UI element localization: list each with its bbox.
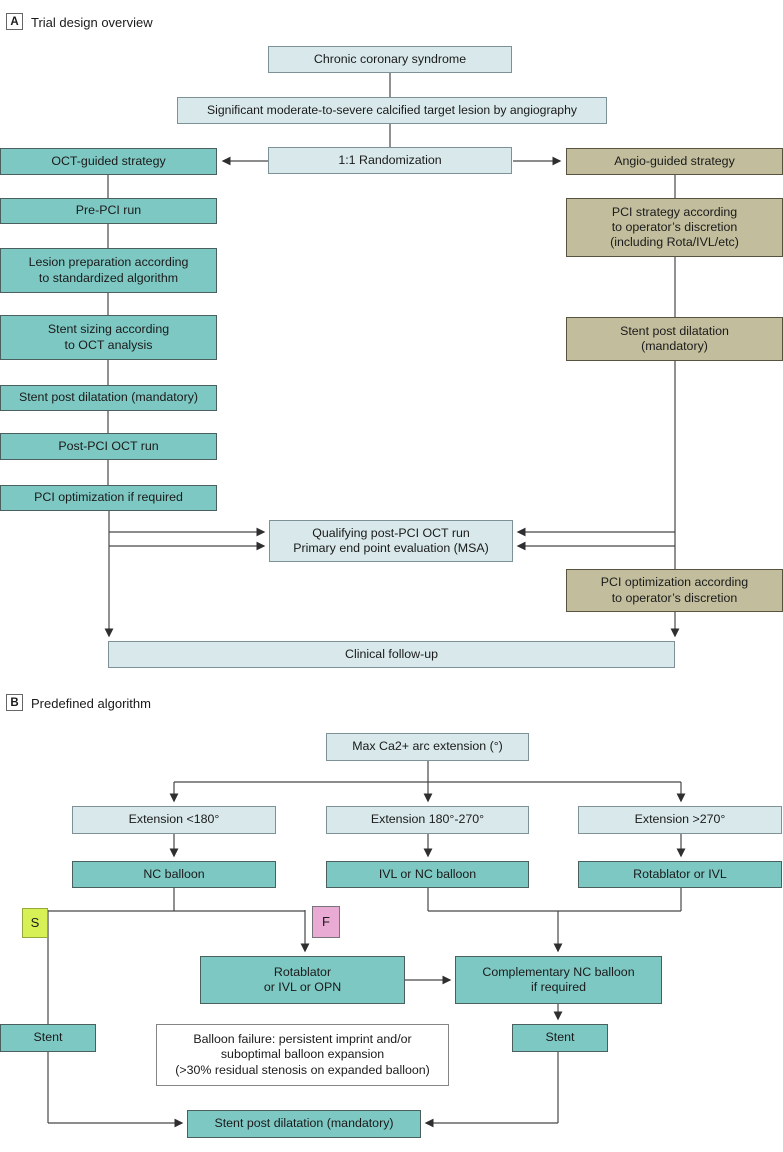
node-pci-strategy-operator-discretion: PCI strategy according to operator’s dis… [566,198,783,257]
node-pre-pci-run: Pre-PCI run [0,198,217,224]
panel-b-title: Predefined algorithm [31,696,151,711]
node-angio-guided-strategy: Angio-guided strategy [566,148,783,175]
node-stent-left: Stent [0,1024,96,1052]
node-lesion-preparation: Lesion preparation according to standard… [0,248,217,293]
node-extension-gt-270: Extension >270° [578,806,782,834]
node-pci-optimization-if-required: PCI optimization if required [0,485,217,511]
node-extension-180-270: Extension 180°-270° [326,806,529,834]
node-chronic-coronary-syndrome: Chronic coronary syndrome [268,46,512,73]
node-qualifying-post-pci-oct: Qualifying post-PCI OCT run Primary end … [269,520,513,562]
success-tag: S [22,908,48,938]
node-stent-post-dilatation-final: Stent post dilatation (mandatory) [187,1110,421,1138]
node-stent-sizing: Stent sizing according to OCT analysis [0,315,217,360]
failure-tag: F [312,906,340,938]
node-stent-post-dilatation-left: Stent post dilatation (mandatory) [0,385,217,411]
node-stent-post-dilatation-right: Stent post dilatation (mandatory) [566,317,783,361]
panel-a-connectors [104,73,680,638]
node-significant-calcified-lesion: Significant moderate-to-severe calcified… [177,97,607,124]
node-clinical-follow-up: Clinical follow-up [108,641,675,668]
node-pci-optimization-according: PCI optimization according to operator’s… [566,569,783,612]
panel-a-title: Trial design overview [31,15,153,30]
node-post-pci-oct-run: Post-PCI OCT run [0,433,217,460]
node-rotablator-ivl-opn: Rotablator or IVL or OPN [200,956,405,1004]
node-stent-right: Stent [512,1024,608,1052]
balloon-failure-note: Balloon failure: persistent imprint and/… [156,1024,449,1086]
panel-a-label: A [6,13,23,30]
node-ivl-or-nc-balloon: IVL or NC balloon [326,861,529,888]
node-nc-balloon: NC balloon [72,861,276,888]
node-extension-lt-180: Extension <180° [72,806,276,834]
node-max-ca-arc-extension: Max Ca2+ arc extension (°) [326,733,529,761]
node-rotablator-or-ivl: Rotablator or IVL [578,861,782,888]
panel-b-label: B [6,694,23,711]
node-oct-guided-strategy: OCT-guided strategy [0,148,217,175]
panel-b-connectors [47,761,686,1128]
node-randomization: 1:1 Randomization [268,147,512,174]
node-complementary-nc-balloon: Complementary NC balloon if required [455,956,662,1004]
